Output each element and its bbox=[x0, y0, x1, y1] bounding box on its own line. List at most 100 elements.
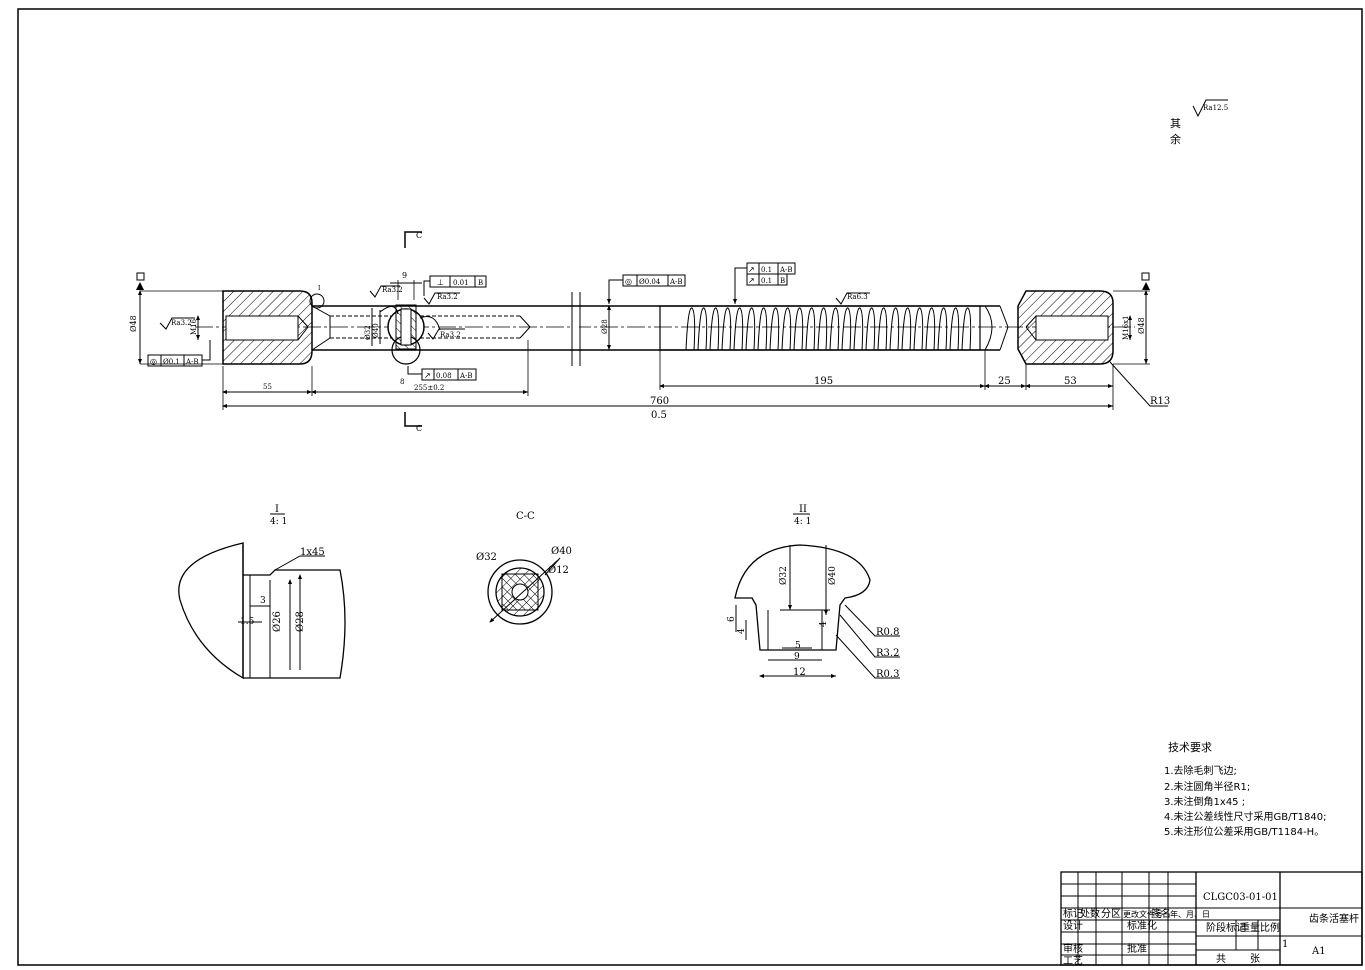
qi-char: 其 bbox=[1170, 117, 1181, 130]
svg-text:4: 4 bbox=[737, 628, 747, 634]
svg-text:↗: ↗ bbox=[748, 265, 755, 274]
svg-text:比例: 比例 bbox=[1260, 921, 1280, 934]
svg-text:M16: M16 bbox=[190, 318, 198, 335]
rack-tooth bbox=[781, 307, 792, 351]
svg-text:M16x1: M16x1 bbox=[1122, 316, 1130, 340]
svg-text:5: 5 bbox=[795, 641, 801, 651]
svg-text:标准化: 标准化 bbox=[1127, 919, 1157, 932]
svg-text:9: 9 bbox=[794, 652, 800, 662]
rack-tooth bbox=[937, 307, 948, 351]
rack-tooth bbox=[685, 307, 696, 351]
gdt-frame-3: ↗ 0.1 A-B bbox=[746, 262, 796, 275]
svg-text:8: 8 bbox=[400, 378, 404, 386]
svg-text:批准: 批准 bbox=[1127, 942, 1147, 955]
svg-text:◎: ◎ bbox=[625, 277, 632, 286]
svg-text:Ø40: Ø40 bbox=[372, 323, 380, 338]
svg-text:9: 9 bbox=[402, 271, 407, 280]
svg-text:Ra3.2: Ra3.2 bbox=[171, 319, 192, 327]
rack-tooth bbox=[817, 307, 828, 351]
svg-text:4.未注公差线性尺寸采用GB/T1840;: 4.未注公差线性尺寸采用GB/T1840; bbox=[1164, 810, 1326, 823]
svg-text:B: B bbox=[478, 279, 483, 287]
svg-text:4: 4 bbox=[819, 621, 829, 627]
svg-text:标记: 标记 bbox=[1063, 908, 1083, 920]
svg-text:Ø32: Ø32 bbox=[364, 325, 372, 340]
svg-text:760: 760 bbox=[650, 396, 669, 407]
rack-tooth bbox=[793, 307, 804, 351]
detail-ii: II 4: 1 Ø32 Ø40 6 4 4 5 9 12 R0.8 R3.2 R… bbox=[727, 504, 900, 680]
svg-text:R13: R13 bbox=[1150, 396, 1170, 407]
rack-tooth bbox=[841, 307, 852, 351]
svg-text:Ø0.04: Ø0.04 bbox=[639, 278, 661, 286]
svg-text:0.5: 0.5 bbox=[651, 410, 667, 421]
gdt-frame-5: ◎ Ø0.1 A-B bbox=[147, 340, 211, 367]
svg-text:255±0.2: 255±0.2 bbox=[414, 384, 444, 392]
svg-text:CLGC03-01-01: CLGC03-01-01 bbox=[1203, 892, 1278, 903]
rack-tooth bbox=[865, 307, 876, 351]
rack-tooth bbox=[925, 307, 936, 351]
svg-text:◎: ◎ bbox=[150, 357, 157, 366]
svg-text:技术要求: 技术要求 bbox=[1168, 741, 1212, 754]
svg-text:Ø12: Ø12 bbox=[548, 565, 569, 576]
svg-text:C: C bbox=[416, 424, 422, 433]
detail-i: I 4: 1 Ø26 Ø28 1x45 3 1.5 bbox=[178, 504, 346, 680]
rack-tooth bbox=[769, 307, 780, 351]
svg-text:审核: 审核 bbox=[1063, 942, 1083, 955]
rack-tooth bbox=[697, 307, 708, 351]
svg-text:A-B: A-B bbox=[459, 372, 473, 380]
svg-text:齿条活塞杆: 齿条活塞杆 bbox=[1309, 912, 1359, 925]
svg-text:Ø40: Ø40 bbox=[827, 566, 838, 585]
cross-hole bbox=[379, 304, 441, 365]
svg-text:↗: ↗ bbox=[748, 276, 755, 285]
rack-tooth bbox=[877, 307, 888, 351]
svg-text:年、月、日: 年、月、日 bbox=[1170, 909, 1210, 919]
svg-text:A-B: A-B bbox=[779, 266, 793, 274]
gdt-frames: ⊥ 0.01 B ◎ Ø0.04 A-B ↗ 0.1 A-B bbox=[147, 262, 796, 381]
technical-requirements: 技术要求 1.去除毛刺飞边; 2.未注圆角半径R1; 3.未注倒角1x45 ; … bbox=[1164, 741, 1326, 838]
svg-text:3.未注倒角1x45 ;: 3.未注倒角1x45 ; bbox=[1164, 795, 1245, 808]
svg-text:C: C bbox=[416, 231, 422, 240]
rack-tooth bbox=[829, 307, 840, 351]
svg-text:R3.2: R3.2 bbox=[876, 648, 899, 659]
svg-text:R0.3: R0.3 bbox=[876, 669, 899, 680]
rack-tooth bbox=[913, 307, 924, 351]
svg-text:1.5: 1.5 bbox=[240, 617, 255, 627]
svg-text:设计: 设计 bbox=[1063, 919, 1083, 932]
rack-tooth bbox=[709, 307, 720, 351]
gdt-frame-1: ⊥ 0.01 B bbox=[423, 275, 487, 296]
svg-text:Ø32: Ø32 bbox=[778, 566, 789, 585]
svg-text:重量: 重量 bbox=[1240, 921, 1260, 934]
section-cc: C-C Ø32 Ø40 Ø12 bbox=[476, 511, 572, 625]
svg-text:Ø48: Ø48 bbox=[129, 315, 138, 332]
gdt-frame-4: ↗ 0.1 B bbox=[733, 267, 788, 304]
svg-text:1.去除毛刺飞边;: 1.去除毛刺飞边; bbox=[1164, 764, 1237, 777]
general-roughness-note: Ra12.5 其 余 bbox=[1170, 99, 1228, 146]
svg-text:工艺: 工艺 bbox=[1063, 955, 1083, 967]
svg-text:55: 55 bbox=[263, 383, 272, 391]
rack-tooth bbox=[745, 307, 756, 351]
svg-text:Ø26: Ø26 bbox=[272, 611, 283, 632]
svg-text:A-B: A-B bbox=[185, 358, 199, 366]
svg-text:Ra12.5: Ra12.5 bbox=[1203, 104, 1228, 112]
svg-text:Ø48: Ø48 bbox=[1137, 317, 1146, 334]
svg-text:Ra3.2: Ra3.2 bbox=[440, 331, 461, 339]
svg-text:阶段标记: 阶段标记 bbox=[1206, 921, 1246, 934]
rack-tooth bbox=[853, 307, 864, 351]
svg-text:I: I bbox=[275, 504, 279, 515]
svg-text:6: 6 bbox=[727, 616, 737, 622]
svg-text:0.1: 0.1 bbox=[761, 277, 772, 285]
roughness-marks: Ra3.2 Ra3.2 Ra3.2 Ra3.2 Ra6.3 bbox=[159, 285, 870, 340]
svg-text:处数: 处数 bbox=[1080, 907, 1100, 920]
svg-text:Ø28: Ø28 bbox=[295, 611, 306, 632]
svg-text:签名: 签名 bbox=[1151, 907, 1171, 920]
svg-text:4: 1: 4: 1 bbox=[270, 517, 287, 527]
svg-text:0.08: 0.08 bbox=[436, 372, 452, 380]
svg-text:Ø40: Ø40 bbox=[551, 546, 572, 557]
rack-tooth bbox=[757, 307, 768, 351]
svg-text:更改文件号: 更改文件号 bbox=[1123, 909, 1163, 919]
rack-tooth bbox=[733, 307, 744, 351]
svg-text:I: I bbox=[318, 285, 321, 292]
svg-text:0.01: 0.01 bbox=[453, 279, 469, 287]
svg-text:12: 12 bbox=[793, 667, 806, 678]
svg-text:共: 共 bbox=[1216, 953, 1226, 965]
